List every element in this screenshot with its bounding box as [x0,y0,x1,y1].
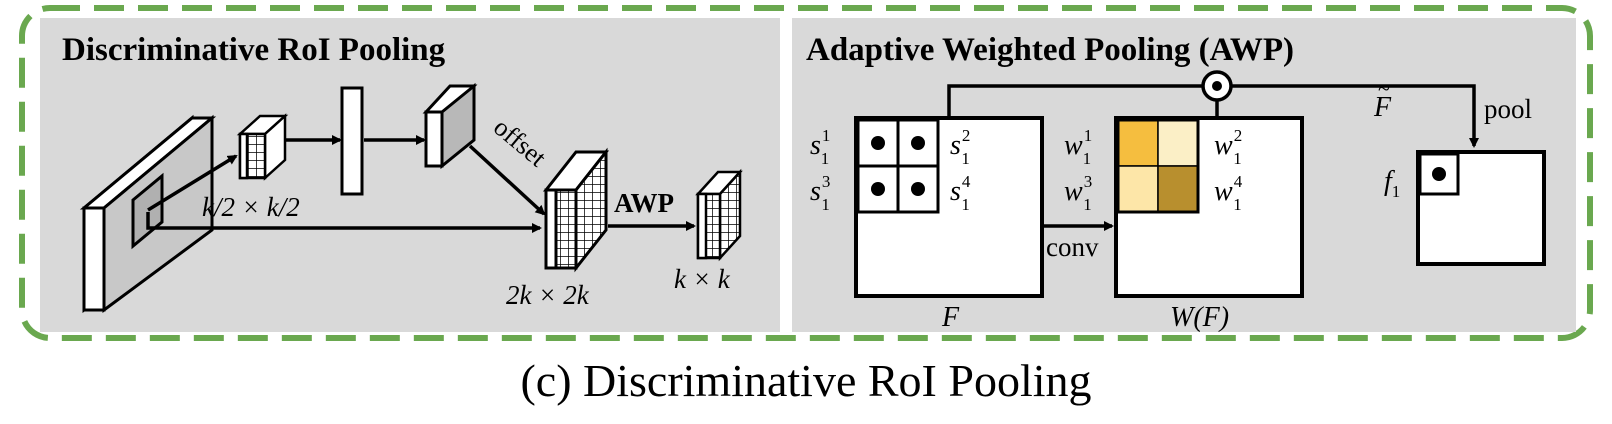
arrow-offset [468,144,546,216]
right-panel-title: Adaptive Weighted Pooling (AWP) [806,32,1294,68]
label-awp: AWP [614,188,674,218]
weight-cell [1117,165,1159,213]
weight-box-WF [1114,116,1304,298]
label-output-size: k × k [674,264,731,294]
label-pool: pool [1484,94,1532,124]
label-large-size: 2k × 2k [506,280,590,310]
label-WF: W(F) [1170,302,1229,333]
dashed-border [19,5,1593,341]
large-grid-block [542,147,610,273]
left-panel: Discriminative RoI Pooling [40,18,780,332]
weight-cell [1157,165,1199,213]
offset-block [422,82,478,170]
weight-cell [1117,119,1159,167]
arrow-pool [1231,84,1479,148]
output-dot [1432,167,1446,181]
label-f1: f1 [1384,166,1400,201]
sample-dot [871,136,885,150]
label-F-tilde: F [1373,92,1392,123]
output-grid-block [695,168,743,262]
weight-region-outline [1116,118,1200,214]
sample-dot [871,182,885,196]
small-grid-block [236,113,289,181]
arrow-to-small-grid [147,154,238,212]
elementwise-product-dot [1212,81,1222,91]
label-conv: conv [1046,232,1099,262]
label-F: F [941,302,960,333]
label-small-size: k/2 × k/2 [202,192,300,222]
arrow-skip [146,212,542,233]
sample-dot [911,182,925,196]
input-feature-map [79,114,217,313]
left-panel-title: Discriminative RoI Pooling [62,32,446,68]
figure-caption: (c) Discriminative RoI Pooling [520,355,1091,406]
label-tilde-mark: ~ [1378,76,1390,101]
connector-F [947,84,1202,118]
fc-bar [340,86,364,196]
weight-cell [1157,119,1199,167]
sample-dot [911,136,925,150]
